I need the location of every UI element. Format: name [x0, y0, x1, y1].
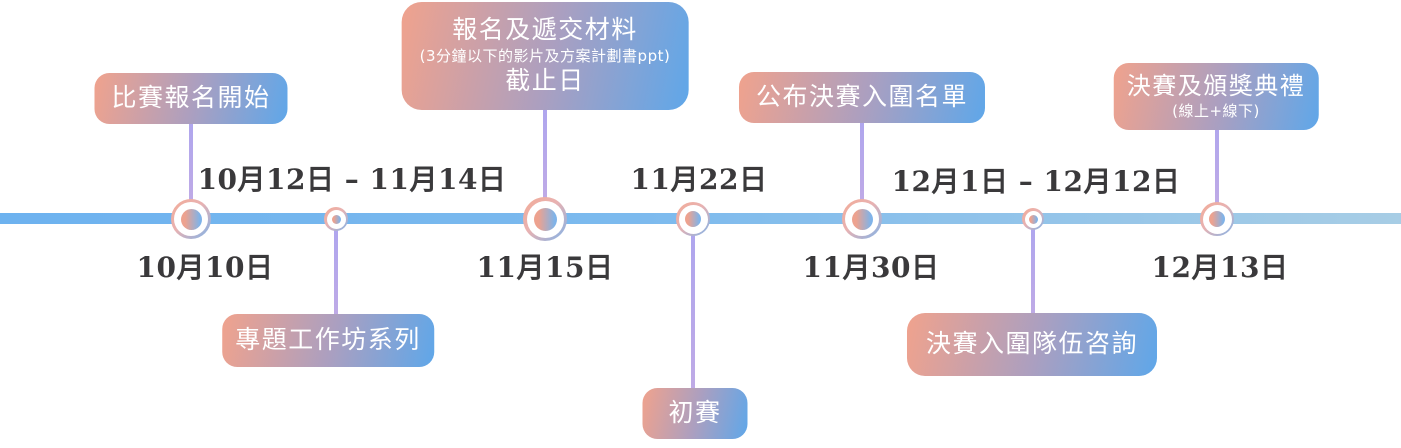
node-dot: [180, 208, 202, 230]
event-subtitle: (3分鐘以下的影片及方案計劃書ppt): [419, 46, 671, 65]
node-ring: [845, 202, 879, 236]
event-pill-submission-deadline: 報名及遞交材料 (3分鐘以下的影片及方案計劃書ppt) 截止日: [401, 2, 689, 110]
event-title: 公布決賽入圍名單: [755, 82, 969, 111]
event-date: 12月13日: [1151, 251, 1289, 284]
timeline-node-marker: [842, 199, 882, 239]
event-date: 11月30日: [802, 251, 940, 284]
event-title: 決賽及頒獎典禮: [1126, 72, 1306, 100]
connector-line: [691, 234, 695, 390]
connector-line: [543, 108, 547, 201]
node-ring: [174, 202, 208, 236]
node-dot: [851, 208, 873, 230]
node-dot: [1209, 211, 1225, 227]
node-dot: [533, 207, 557, 231]
connector-line: [1031, 228, 1035, 316]
node-dot: [331, 214, 341, 224]
node-ring: [326, 209, 346, 229]
event-pill-registration-start: 比賽報名開始: [94, 73, 288, 124]
event-date: 11月15日: [476, 251, 614, 284]
event-title: 決賽入圍隊伍咨詢: [925, 329, 1139, 358]
event-pill-preliminary-round: 初賽: [642, 388, 748, 439]
timeline-node-marker: [324, 207, 348, 231]
event-date: 10月10日: [136, 251, 274, 284]
event-date: 11月22日: [630, 163, 768, 196]
event-date-range: 10月12日 – 11月14日: [197, 163, 507, 196]
event-title: 專題工作坊系列: [235, 325, 421, 354]
event-date-range: 12月1日 – 12月12日: [891, 165, 1181, 198]
event-pill-finalists-announcement: 公布決賽入圍名單: [738, 72, 986, 123]
event-title: 比賽報名開始: [111, 83, 271, 112]
timeline-node-marker: [171, 199, 211, 239]
event-pill-finalist-consultation: 決賽入圍隊伍咨詢: [906, 313, 1158, 376]
connector-line: [334, 229, 338, 318]
timeline-node-marker: [1022, 208, 1044, 230]
node-ring: [1024, 210, 1042, 228]
event-title: 報名及遞交材料: [452, 15, 638, 44]
timeline-node-marker: [523, 197, 567, 241]
node-ring: [1202, 204, 1232, 234]
node-ring: [526, 200, 564, 238]
connector-line: [1215, 120, 1219, 206]
timeline-node-marker: [676, 202, 710, 236]
node-dot: [1028, 214, 1038, 224]
event-pill-workshop-series: 專題工作坊系列: [222, 314, 434, 367]
event-title-2: 截止日: [505, 66, 585, 96]
timeline-node-marker: [1200, 202, 1234, 236]
node-ring: [678, 204, 708, 234]
node-dot: [685, 211, 701, 227]
event-subtitle: (線上+線下): [1172, 102, 1260, 121]
event-title: 初賽: [668, 398, 722, 427]
connector-line: [189, 120, 193, 204]
connector-line: [860, 120, 864, 204]
event-pill-final-and-awards: 決賽及頒獎典禮 (線上+線下): [1113, 63, 1319, 130]
